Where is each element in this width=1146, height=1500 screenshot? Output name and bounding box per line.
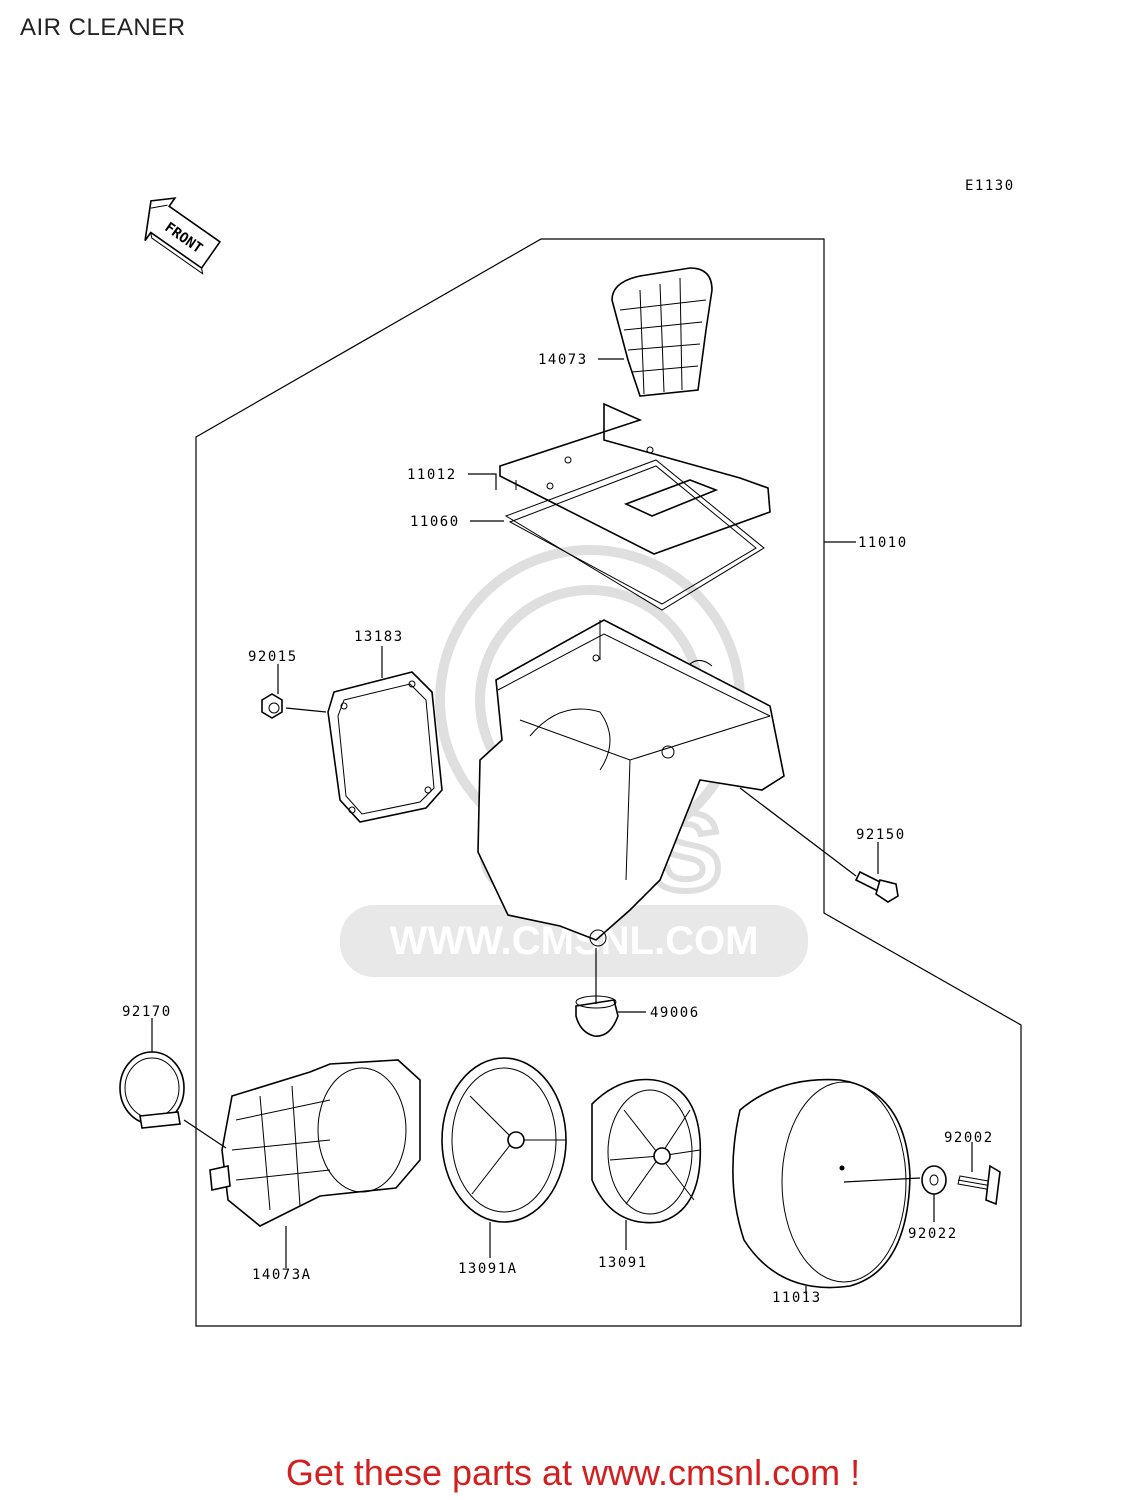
part-92170-clamp [119, 1051, 185, 1129]
label-14073: 14073 [538, 352, 588, 368]
part-92015-nut [261, 693, 283, 719]
part-92002-wingbolt [957, 1164, 1001, 1206]
front-arrow-icon: FRONT [144, 197, 222, 275]
diagram-code: E1130 [965, 178, 1015, 194]
air-box-case [477, 619, 785, 947]
part-13091A-plate [441, 1057, 567, 1223]
label-13091: 13091 [598, 1255, 648, 1271]
part-92022-washer [921, 1165, 947, 1195]
leader-lines [151, 358, 973, 1294]
label-13091A: 13091A [458, 1261, 518, 1277]
part-11013-filter [732, 1078, 911, 1289]
label-13183: 13183 [354, 629, 404, 645]
assembly-outline [195, 238, 1022, 1327]
page-title: AIR CLEANER [20, 14, 186, 41]
part-labels: 14073 11012 11060 11010 13183 92015 9215… [122, 352, 994, 1306]
part-11012-cover [499, 402, 771, 555]
label-92170: 92170 [122, 1004, 172, 1020]
parts-diagram: WWW.CMSNL.COM CMS E1130 FRONT [119, 178, 1022, 1327]
part-13183-plate [327, 671, 443, 823]
part-14073-duct [611, 267, 713, 397]
part-13091-frame [591, 1078, 702, 1224]
label-92015: 92015 [248, 649, 298, 665]
label-92002: 92002 [944, 1130, 994, 1146]
label-49006: 49006 [650, 1005, 700, 1021]
part-92150-bolt [854, 870, 899, 903]
label-92150: 92150 [856, 827, 906, 843]
label-92022: 92022 [908, 1226, 958, 1242]
label-11060: 11060 [410, 514, 460, 530]
label-11013: 11013 [772, 1290, 822, 1306]
label-14073A: 14073A [252, 1267, 312, 1283]
label-11010: 11010 [858, 535, 908, 551]
part-11060-gasket [504, 459, 765, 611]
footer-link[interactable]: Get these parts at www.cmsnl.com ! [285, 1452, 861, 1493]
part-14073A-boot [209, 1059, 421, 1227]
part-49006-cap [575, 995, 619, 1037]
label-11012: 11012 [407, 467, 457, 483]
